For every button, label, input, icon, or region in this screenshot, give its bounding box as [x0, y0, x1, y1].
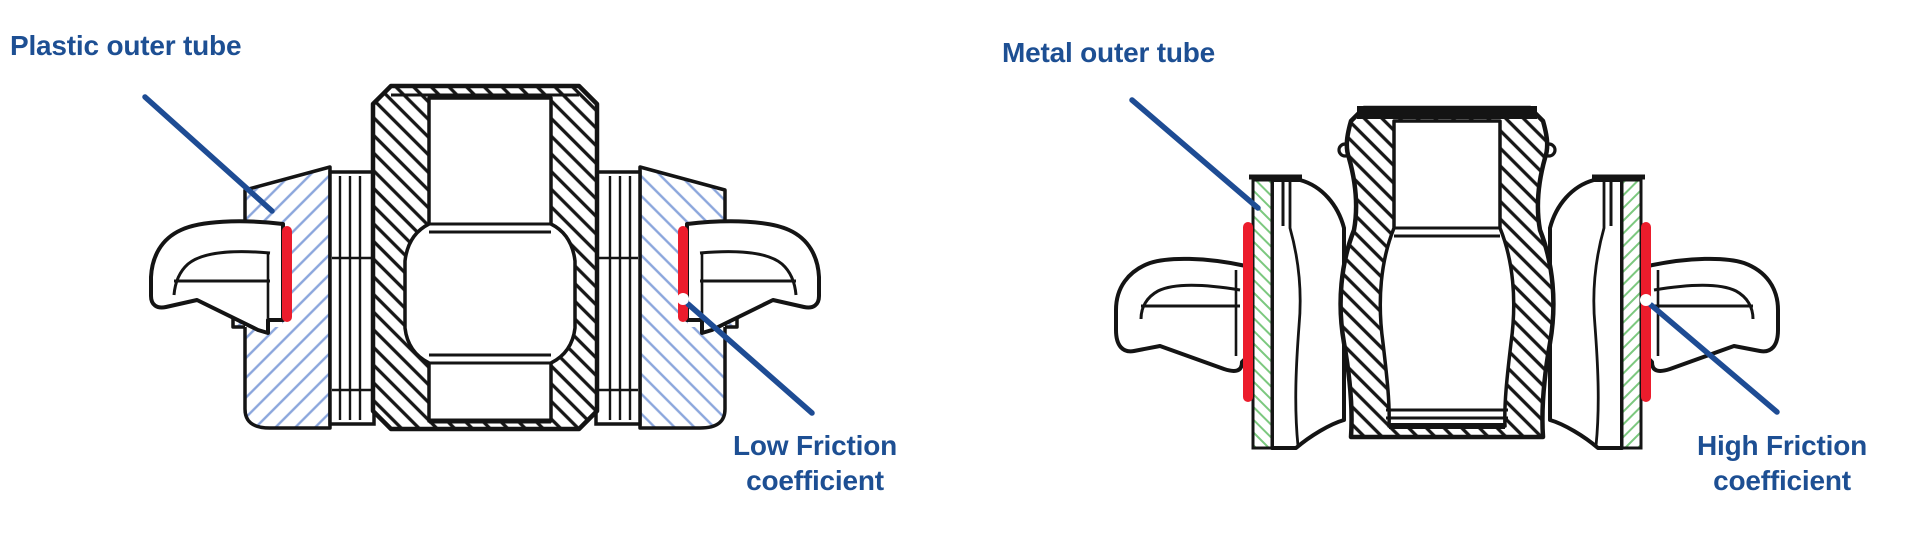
plastic-outer-tube-label: Plastic outer tube: [10, 30, 242, 61]
high-friction-coefficient-label: High Friction coefficient: [1676, 428, 1888, 498]
metal-coupling-diagram: [1116, 105, 1778, 448]
plastic-coupling-diagram: [149, 83, 821, 432]
high-friction-label-line1: High Friction: [1696, 430, 1868, 461]
leader-anchor-dot: [677, 293, 689, 305]
high-friction-label-line2: coefficient: [1713, 465, 1851, 496]
coupling-body-section: [370, 83, 600, 432]
high-friction-leader-line: [1648, 302, 1780, 415]
leader-lines: [142, 94, 1780, 416]
metal-outer-tube-label: Metal outer tube: [1002, 37, 1216, 68]
low-friction-leader-line: [685, 301, 815, 416]
metal-tube-leader-line: [1129, 97, 1261, 211]
leader-anchor-dot: [1640, 294, 1652, 306]
low-friction-label-line2: coefficient: [746, 465, 884, 496]
low-friction-coefficient-label: Low Friction coefficient: [709, 428, 921, 498]
low-friction-label-line1: Low Friction: [732, 430, 898, 461]
plastic-tube-leader-line: [142, 94, 275, 214]
coupling-body-section: [1338, 105, 1556, 440]
